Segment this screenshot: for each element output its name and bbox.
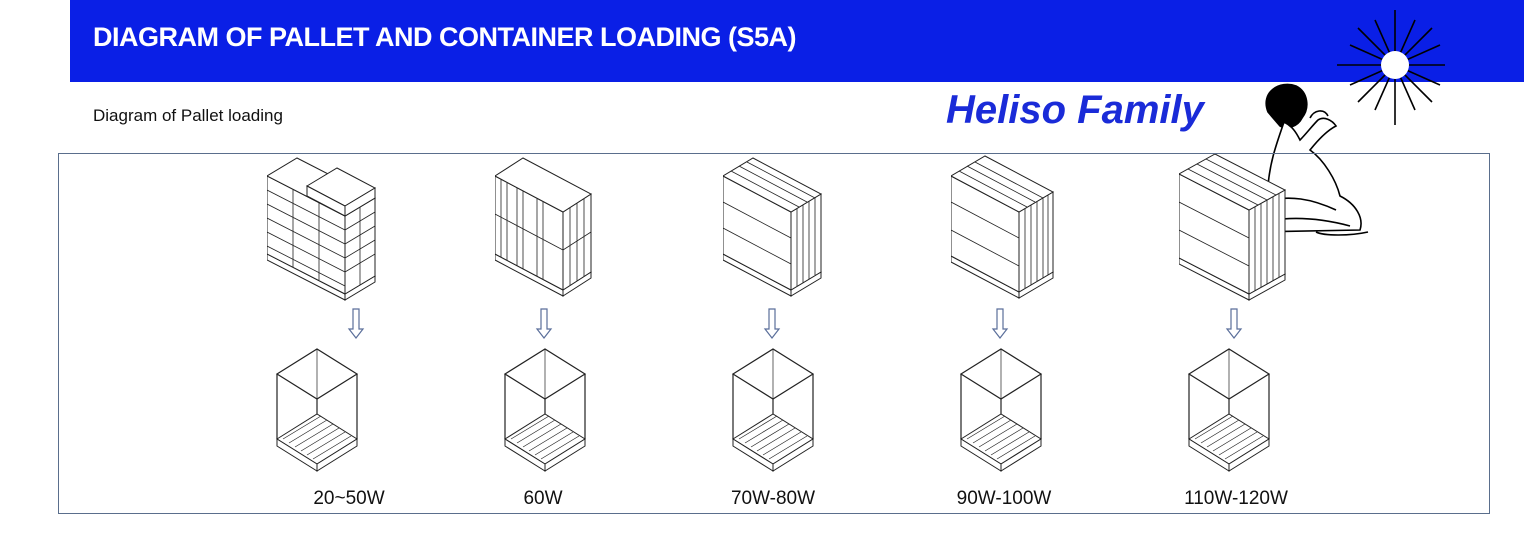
load-caption: 90W-100W (956, 488, 1052, 509)
load-caption: 70W-80W (730, 488, 816, 509)
load-column-90-100w: 90W-100W (951, 154, 1131, 515)
page-title: DIAGRAM OF PALLET AND CONTAINER LOADING … (93, 22, 796, 52)
stacked-boxes-pallet-icon (267, 157, 377, 472)
load-caption: 110W-120W (1184, 488, 1288, 509)
load-column-110-120w: 110W-120W (1179, 154, 1359, 515)
load-column-70-80w: 70W-80W (723, 154, 903, 515)
load-column-20-50w: 20~50W (267, 154, 447, 515)
load-caption: 60W (523, 488, 563, 509)
load-column-60w: 60W (495, 154, 675, 515)
banded-boxes-pallet-icon (495, 157, 592, 472)
load-caption: 20~50W (313, 488, 385, 509)
boxed-pallet-icon (951, 155, 1055, 472)
brand-name: Heliso Family (946, 88, 1204, 132)
header-bar: DIAGRAM OF PALLET AND CONTAINER LOADING … (70, 0, 1524, 82)
section-subtitle: Diagram of Pallet loading (93, 106, 283, 125)
boxed-pallet-icon (1179, 154, 1287, 472)
pallet-loading-panel: 20~50W (58, 153, 1490, 514)
boxed-pallet-icon (723, 157, 823, 472)
